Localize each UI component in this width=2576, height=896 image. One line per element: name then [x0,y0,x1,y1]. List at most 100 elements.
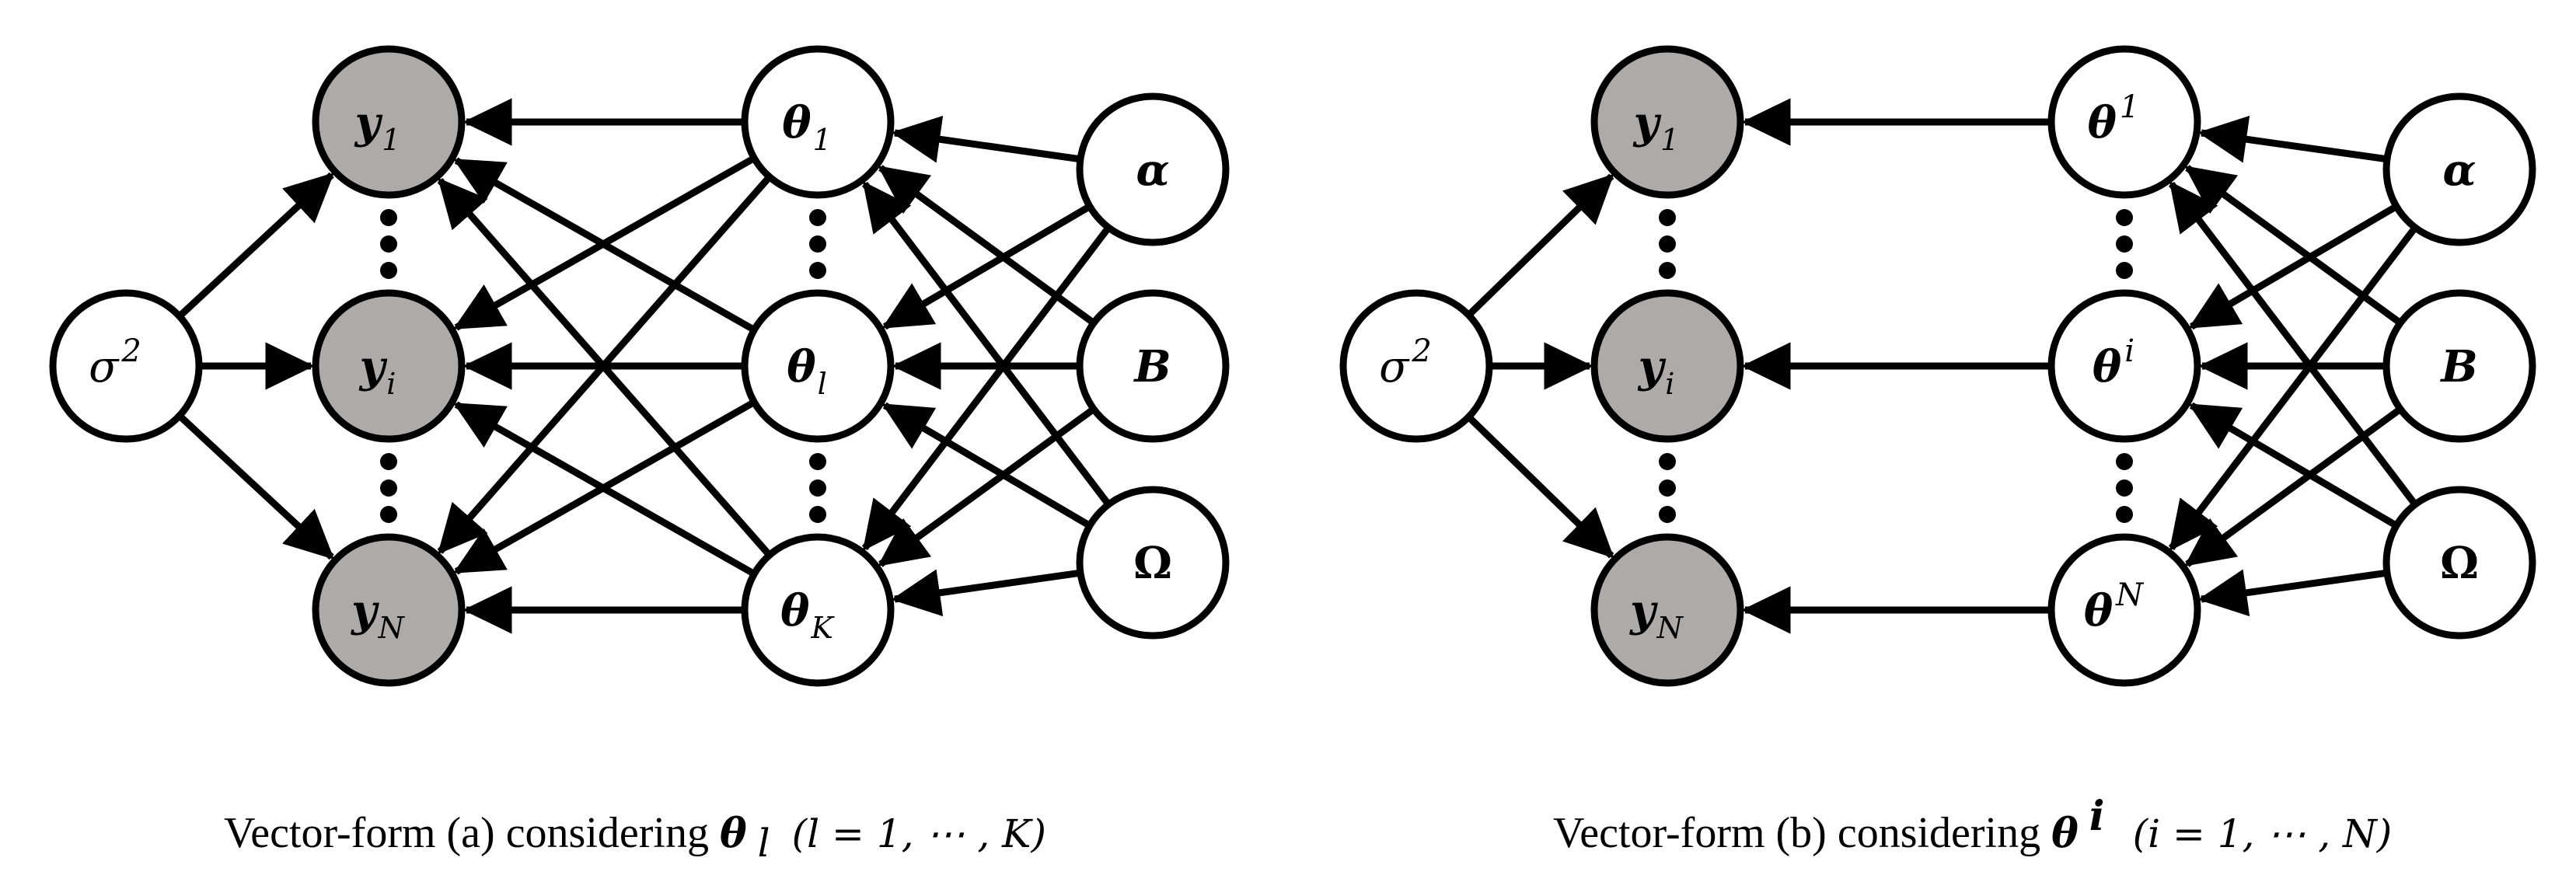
node-label-sup: 2 [1411,333,1431,369]
ellipsis-dot [809,506,826,523]
caption-b-symbol-sup: i [2089,793,2105,840]
node-label-base: θ [782,97,812,148]
node-label-base: Ω [2440,538,2479,589]
node-label-sub: K [810,611,835,645]
ellipsis-dot [809,453,826,470]
ellipsis-dot [2116,209,2133,226]
ellipsis-dot [1659,453,1676,470]
edge-B-to-theta_top [878,165,1096,326]
node-Omega: Ω [1076,486,1230,640]
ellipsis-dot [809,479,826,497]
node-label-sup: N [2115,577,2145,613]
ellipsis-dot [1659,506,1676,523]
caption-a: Vector-form (a) considering θ l (l = 1, … [224,809,1046,866]
node-label-base: y [1637,341,1667,392]
node-label-base: σ [1379,342,1410,392]
node-circle [1339,289,1493,443]
node-label: Ω [1133,538,1172,589]
node-circle [1590,533,1744,687]
ellipsis-dot [1659,479,1676,497]
node-label: α [2442,145,2476,196]
node-B: B [1076,289,1230,443]
node-label: yi [1637,341,1675,401]
node-circle [312,45,466,199]
node-label-base: y [354,97,383,148]
node-circle [312,289,466,443]
ellipsis-dot [1659,209,1676,226]
node-y-bot: yN [312,533,466,687]
node-label-sub: i [386,367,396,401]
node-circle [741,289,895,443]
node-label-sub: l [818,367,827,401]
node-label: α [1136,145,1169,196]
node-label-sup: 1 [2120,89,2139,125]
edge-Omega-to-theta_bot [891,569,1081,617]
node-B: B [2382,289,2536,443]
ellipsis-dot [809,235,826,253]
node-label-sup: 2 [120,333,141,369]
edge-Omega-to-theta_top [2168,181,2418,507]
node-label-base: θ [2093,341,2122,392]
node-label-sub: 1 [813,123,832,157]
caption-a-symbol-sub: l [758,821,770,866]
edge-theta_bot-to-y_mid [453,401,756,577]
edge-alpha-to-theta_mid [881,203,1092,330]
caption-b-range: (i = 1, ⋯ , N) [2133,811,2393,856]
ellipsis-dot [380,479,397,497]
node-circle [312,533,466,687]
node-label-sub: 1 [1660,123,1679,157]
node-circle [1076,289,1230,443]
edge-Omega-to-theta_mid [2188,402,2399,529]
edge-sigma-to-y_top [1466,173,1614,318]
node-label: yN [1628,585,1684,645]
node-label: B [2439,341,2477,392]
node-label-base: θ [2088,97,2117,148]
node-label: yN [350,585,406,645]
node-label-sub: N [1656,611,1684,645]
caption-b-text: Vector-form (b) considering [1553,809,2051,857]
node-label: Ω [2440,538,2479,589]
ellipsis-dot [1659,262,1676,279]
node-theta-bot: θK [741,533,895,687]
node-circle [2382,486,2536,640]
ellipsis-dot [380,209,397,226]
node-theta-mid: θl [741,289,895,443]
ellipsis-dot [2116,506,2133,523]
caption-a-symbol: θ [720,810,747,857]
node-alpha: α [2382,92,2536,246]
node-label-sub: 1 [382,123,400,157]
node-label-base: Ω [1133,538,1172,589]
node-circle [1590,289,1744,443]
node-label: B [1133,341,1171,392]
edge-alpha-to-theta_bot [2168,225,2418,551]
edge-sigma-to-y_bot [176,413,335,560]
ellipsis-dot [809,262,826,279]
edge-Omega-to-theta_bot [2197,569,2388,617]
caption-a-text: Vector-form (a) considering [224,809,720,857]
node-circle [2047,533,2201,687]
caption-a-range: (l = 1, ⋯ , K) [792,811,1046,856]
node-label-sub: N [378,611,406,645]
node-label-base: y [1632,97,1662,148]
node-label-base: y [350,585,379,636]
edge-alpha-to-theta_bot [861,225,1112,551]
node-label: θ1 [782,97,832,157]
node-label-sub: i [1665,367,1674,401]
node-circle [2047,45,2201,199]
ellipsis-dot [380,506,397,523]
edge-alpha-to-theta_top [891,115,1081,163]
edge-alpha-to-theta_mid [2188,203,2399,330]
node-label-sup: i [2124,333,2134,369]
node-y-mid: yi [1590,289,1744,443]
node-circle [741,533,895,687]
node-label-base: θ [787,341,816,392]
